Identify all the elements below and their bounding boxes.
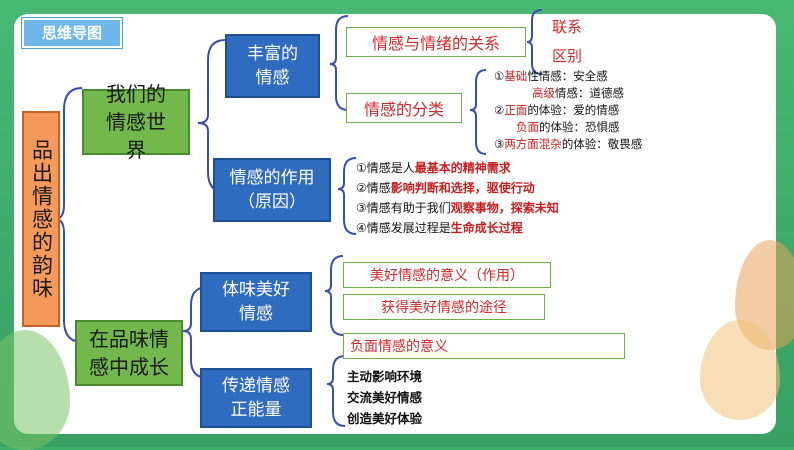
role-list: ①情感是人最基本的精神需求 ②情感影响判断和选择，驱使行动 ③情感有助于我们观察… [356,158,559,238]
list-item: 创造美好体验 [347,411,423,426]
list-item: ②情感影响判断和选择，驱使行动 [356,181,535,195]
node-growth: 在品味情感中成长 [75,320,183,386]
node-taste-beauty: 体味美好情感 [200,272,312,332]
negative-meaning-box: 负面情感的意义 [343,333,625,359]
node-rich-emotion: 丰富的情感 [225,34,320,98]
list-item: ④情感发展过程是生命成长过程 [356,221,523,235]
list-item: 高级情感：道德感 [532,86,624,100]
classification-list: ①基础性情感：安全感 高级情感：道德感 ②正面的体验：爱的情感 负面的体验：恐惧… [494,68,642,153]
list-item: 负面的体验：恐惧感 [516,120,620,134]
relation-diff: 区别 [552,47,583,65]
node-emotion-world: 我们的情感世界 [82,82,190,162]
list-item: ①基础性情感：安全感 [494,69,608,83]
classification-box: 情感的分类 [346,93,462,123]
beauty-path-box: 获得美好情感的途径 [343,294,545,320]
list-item: ③情感有助于我们观察事物，探索未知 [356,201,559,215]
mindmap-tag: 思维导图 [22,18,122,48]
energy-list: 主动影响环境 交流美好情感 创造美好体验 [347,366,422,429]
beauty-meaning-box: 美好情感的意义（作用） [343,262,551,288]
relation-box: 情感与情绪的关系 [346,27,526,57]
list-item: ③两方面混杂的体验：敬畏感 [494,137,643,151]
list-item: 主动影响环境 [347,369,423,384]
node-emotion-role: 情感的作用（原因） [213,158,331,222]
root-node: 品出情感的韵味 [22,111,60,327]
list-item: ②正面的体验：爱的情感 [494,103,620,117]
list-item: ①情感是人最基本的精神需求 [356,161,511,175]
node-positive-energy: 传递情感正能量 [200,368,312,428]
list-item: 交流美好情感 [347,390,423,405]
leaf-decoration [700,320,780,420]
relation-link: 联系 [552,18,583,36]
